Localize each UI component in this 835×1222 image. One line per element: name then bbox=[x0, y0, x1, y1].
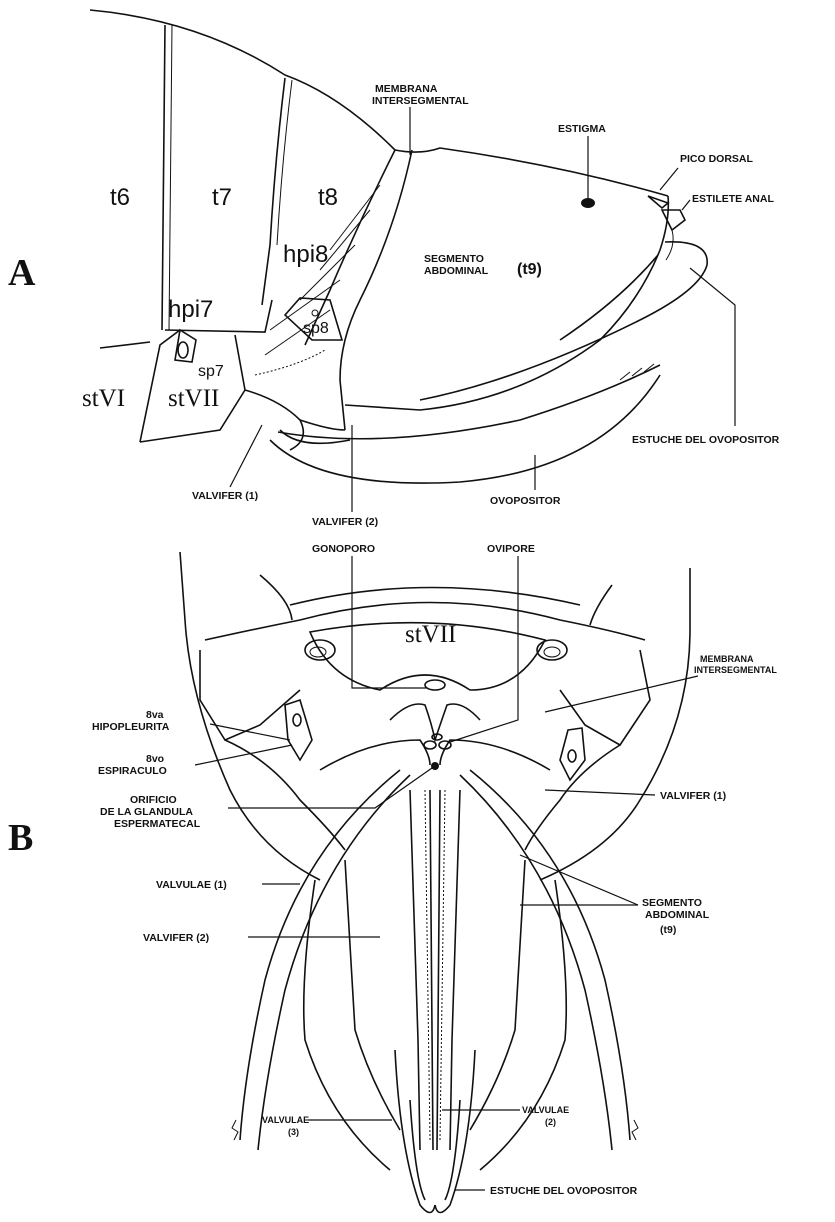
panel-b-drawing bbox=[180, 552, 690, 1213]
segment-sp8: sp8 bbox=[303, 320, 329, 337]
label-valvulae-2-2: (2) bbox=[545, 1117, 556, 1127]
segment-stvii: stVII bbox=[168, 385, 219, 412]
label-segmento-abdominal-2: ABDOMINAL bbox=[424, 265, 489, 277]
label-pico-dorsal: PICO DORSAL bbox=[680, 153, 754, 165]
label-segmento-b-2: ABDOMINAL bbox=[645, 909, 710, 921]
label-orificio-3: ESPERMATECAL bbox=[114, 818, 201, 830]
label-orificio-1: ORIFICIO bbox=[130, 794, 177, 806]
label-estilete-anal: ESTILETE ANAL bbox=[692, 193, 774, 205]
stigma-dot bbox=[581, 198, 595, 208]
label-segmento-b-1: SEGMENTO bbox=[642, 897, 702, 909]
label-valvulae-3-1: VALVULAE bbox=[262, 1115, 309, 1125]
label-estuche-ovopositor-a: ESTUCHE DEL OVOPOSITOR bbox=[632, 434, 780, 446]
label-ovopositor: OVOPOSITOR bbox=[490, 495, 561, 507]
label-estuche-ovopositor-b: ESTUCHE DEL OVOPOSITOR bbox=[490, 1185, 638, 1197]
segment-stvi: stVI bbox=[82, 385, 125, 412]
label-valvifer-2-a: VALVIFER (2) bbox=[312, 516, 378, 528]
label-espiraculo-1: 8vo bbox=[146, 753, 164, 765]
label-estigma: ESTIGMA bbox=[558, 123, 606, 135]
panel-a-drawing bbox=[90, 10, 707, 483]
label-ovipore: OVIPORE bbox=[487, 543, 535, 555]
label-valvulae-1: VALVULAE (1) bbox=[156, 879, 227, 891]
label-valvulae-2-1: VALVULAE bbox=[522, 1105, 569, 1115]
label-membrana-intersegmental-1: MEMBRANA bbox=[375, 83, 438, 95]
segment-stvii-b: stVII bbox=[405, 621, 456, 648]
label-valvifer-1-a: VALVIFER (1) bbox=[192, 490, 258, 502]
label-valvulae-3-2: (3) bbox=[288, 1127, 299, 1137]
panel-a-letter: A bbox=[8, 252, 36, 294]
segment-t7: t7 bbox=[212, 184, 232, 211]
segment-t8: t8 bbox=[318, 184, 338, 211]
label-segmento-abdominal-1: SEGMENTO bbox=[424, 253, 484, 265]
label-membrana-intersegmental-2: INTERSEGMENTAL bbox=[372, 95, 469, 107]
label-segmento-b-3: (t9) bbox=[660, 924, 676, 936]
label-membrana-b-1: MEMBRANA bbox=[700, 654, 754, 664]
label-orificio-2: DE LA GLANDULA bbox=[100, 806, 193, 818]
label-valvifer-1-b: VALVIFER (1) bbox=[660, 790, 726, 802]
panel-a: A bbox=[8, 10, 780, 528]
label-hipopleurita-2: HIPOPLEURITA bbox=[92, 721, 170, 733]
segment-sp7: sp7 bbox=[198, 363, 224, 380]
panel-b-letter: B bbox=[8, 817, 33, 859]
panel-b: B bbox=[8, 543, 777, 1213]
segment-t6: t6 bbox=[110, 184, 130, 211]
label-valvifer-2-b: VALVIFER (2) bbox=[143, 932, 209, 944]
label-espiraculo-2: ESPIRACULO bbox=[98, 765, 167, 777]
label-membrana-b-2: INTERSEGMENTAL bbox=[694, 665, 777, 675]
label-hipopleurita-1: 8va bbox=[146, 709, 164, 721]
label-segmento-t9: (t9) bbox=[517, 261, 542, 278]
segment-hpi8: hpi8 bbox=[283, 241, 328, 268]
label-gonoporo: GONOPORO bbox=[312, 543, 375, 555]
segment-hpi7: hpi7 bbox=[168, 296, 213, 323]
